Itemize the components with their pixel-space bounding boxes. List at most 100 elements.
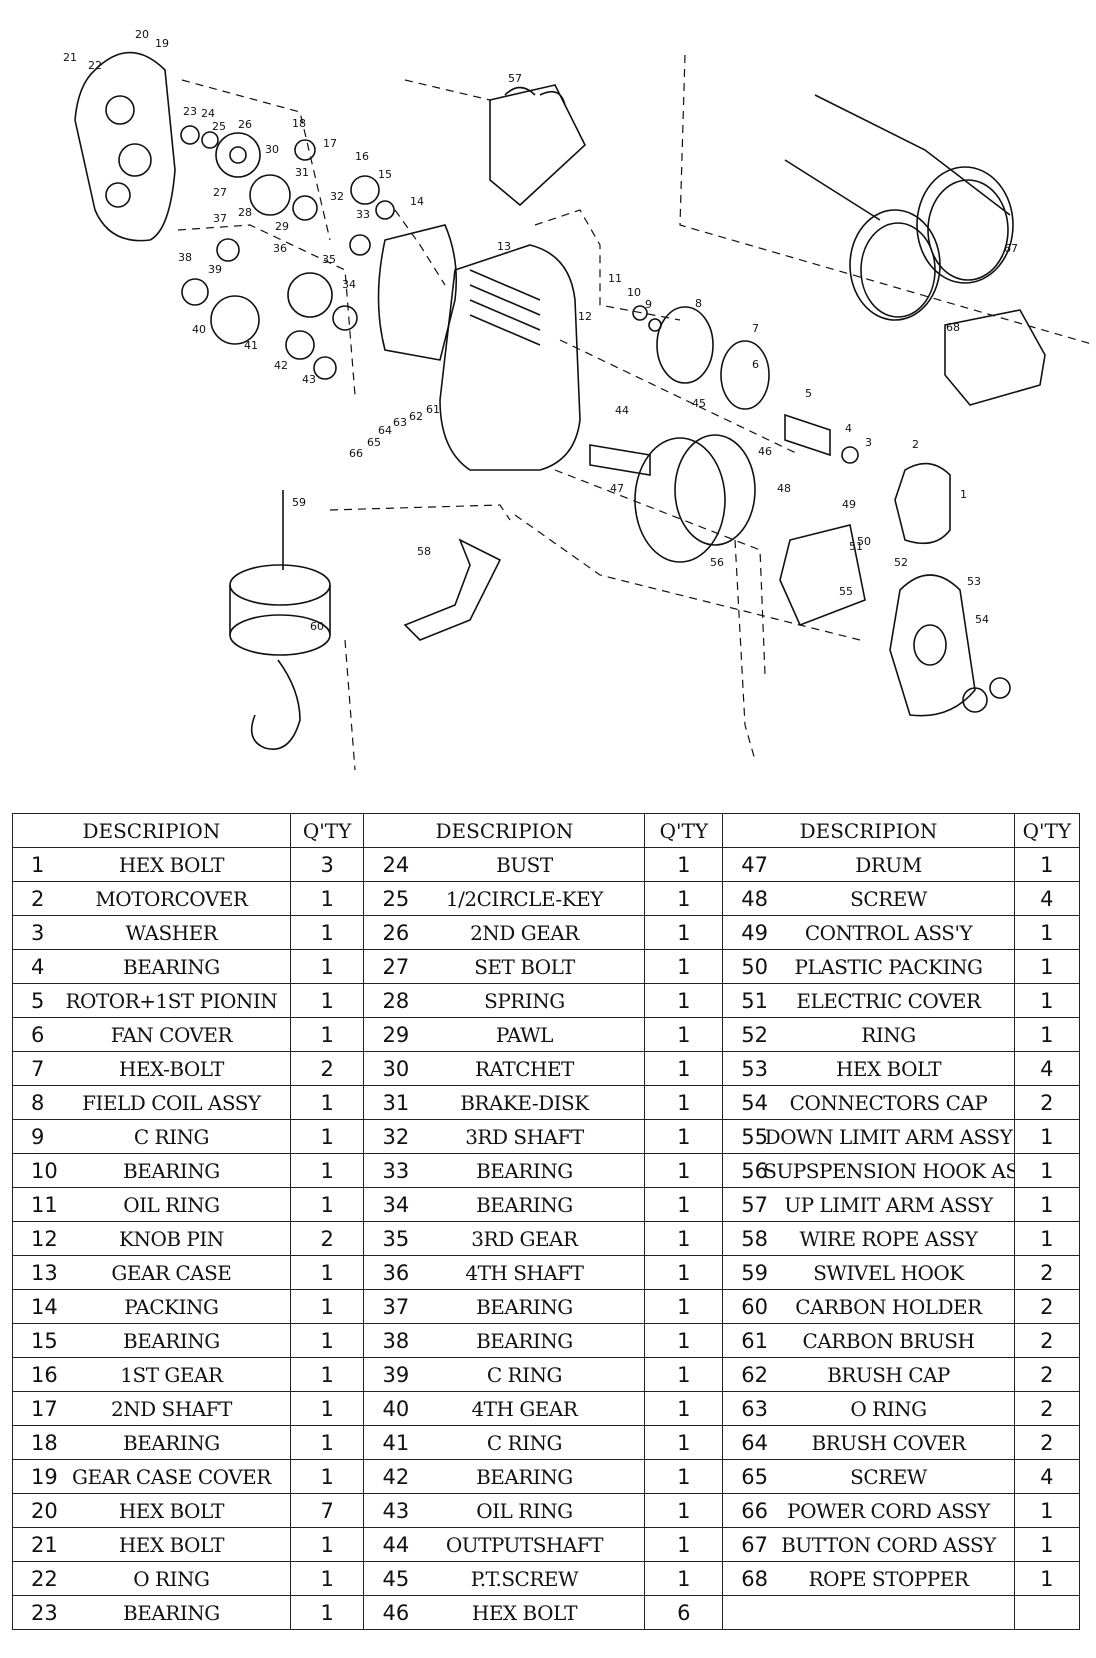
output-shaft-part <box>589 444 651 476</box>
gear-case-cover-hole <box>105 95 135 125</box>
callout-number: 12 <box>578 310 592 323</box>
part-description: 3RD SHAFT <box>465 1124 584 1149</box>
part-number: 21 <box>31 1533 58 1557</box>
part-quantity: 1 <box>644 1323 724 1358</box>
callout-number: 24 <box>201 107 215 120</box>
gear-case-cover-part <box>74 51 176 242</box>
callout-number: 48 <box>777 482 791 495</box>
part-number: 57 <box>741 1193 768 1217</box>
part-quantity: 1 <box>289 1595 365 1630</box>
bearing-part <box>201 131 219 149</box>
part-quantity: 1 <box>289 915 365 950</box>
bearing-part <box>648 318 662 332</box>
part-number: 34 <box>382 1193 410 1217</box>
part-description-cell: 62 BRUSH CAP <box>722 1357 1015 1392</box>
part-description: PACKING <box>124 1294 219 1319</box>
callout-number: 28 <box>238 206 252 219</box>
rotor-part <box>784 413 831 457</box>
callout-number: 14 <box>410 195 424 208</box>
gear-part <box>210 295 260 345</box>
button-cord-coil <box>860 222 936 318</box>
hook-block-part <box>229 564 331 606</box>
callout-number: 6 <box>752 358 759 371</box>
part-description: OIL RING <box>123 1192 220 1217</box>
part-description: GEAR CASE <box>111 1260 232 1285</box>
pendant-part <box>944 309 1046 406</box>
part-description: O RING <box>133 1566 210 1591</box>
part-number: 48 <box>741 887 768 911</box>
callout-number: 45 <box>692 397 706 410</box>
part-number: 16 <box>31 1363 58 1387</box>
part-quantity: 1 <box>644 1051 724 1086</box>
connectors-cap-part <box>962 687 988 713</box>
part-description: SCREW <box>850 1464 927 1489</box>
part-quantity: 2 <box>1013 1085 1081 1120</box>
part-number: 35 <box>382 1227 410 1251</box>
gear-part <box>350 175 380 205</box>
part-description: CONNECTORS CAP <box>789 1090 988 1115</box>
callout-number: 13 <box>497 240 511 253</box>
part-quantity: 1 <box>1013 949 1081 984</box>
bearing-part <box>180 125 200 145</box>
callout-number: 67 <box>1004 242 1018 255</box>
part-number: 62 <box>741 1363 768 1387</box>
part-quantity: 2 <box>1013 1289 1081 1324</box>
callout-number: 10 <box>627 286 641 299</box>
callout-number: 29 <box>275 220 289 233</box>
gear-case-part <box>439 244 581 471</box>
part-number: 44 <box>382 1533 410 1557</box>
part-number: 67 <box>741 1533 768 1557</box>
part-number: 2 <box>31 887 45 911</box>
drum-part <box>634 437 726 563</box>
part-number: 50 <box>741 955 768 979</box>
part-description: SUPSPENSION HOOK ASSY <box>763 1158 1013 1183</box>
connectors-cap-part <box>989 677 1011 699</box>
part-description: BRUSH CAP <box>827 1362 950 1387</box>
callout-number: 51 <box>849 540 863 553</box>
part-number: 52 <box>741 1023 768 1047</box>
drum-part <box>674 434 756 546</box>
fan-cover-part <box>720 340 770 410</box>
part-number: 36 <box>382 1261 410 1285</box>
part-description: SWIVEL HOOK <box>813 1260 964 1285</box>
gear-case-fins <box>469 269 541 346</box>
part-number: 53 <box>741 1057 768 1081</box>
part-description: WIRE ROPE ASSY <box>799 1226 978 1251</box>
part-description: BEARING <box>476 1328 573 1353</box>
part-description: HEX BOLT <box>118 1498 225 1523</box>
part-quantity: 1 <box>644 1391 724 1426</box>
part-description: RING <box>861 1022 916 1047</box>
callout-number: 57 <box>508 72 522 85</box>
part-number: 28 <box>382 989 410 1013</box>
part-number: 65 <box>741 1465 768 1489</box>
callout-number: 49 <box>842 498 856 511</box>
part-number: 49 <box>741 921 768 945</box>
part-quantity: 1 <box>644 915 724 950</box>
part-description: BEARING <box>476 1192 573 1217</box>
suspension-hook-bar <box>504 86 566 106</box>
packing-part <box>377 224 458 361</box>
part-quantity: 2 <box>1013 1391 1081 1426</box>
part-description: BRAKE-DISK <box>460 1090 589 1115</box>
part-number: 27 <box>382 955 410 979</box>
callout-number: 4 <box>845 422 852 435</box>
